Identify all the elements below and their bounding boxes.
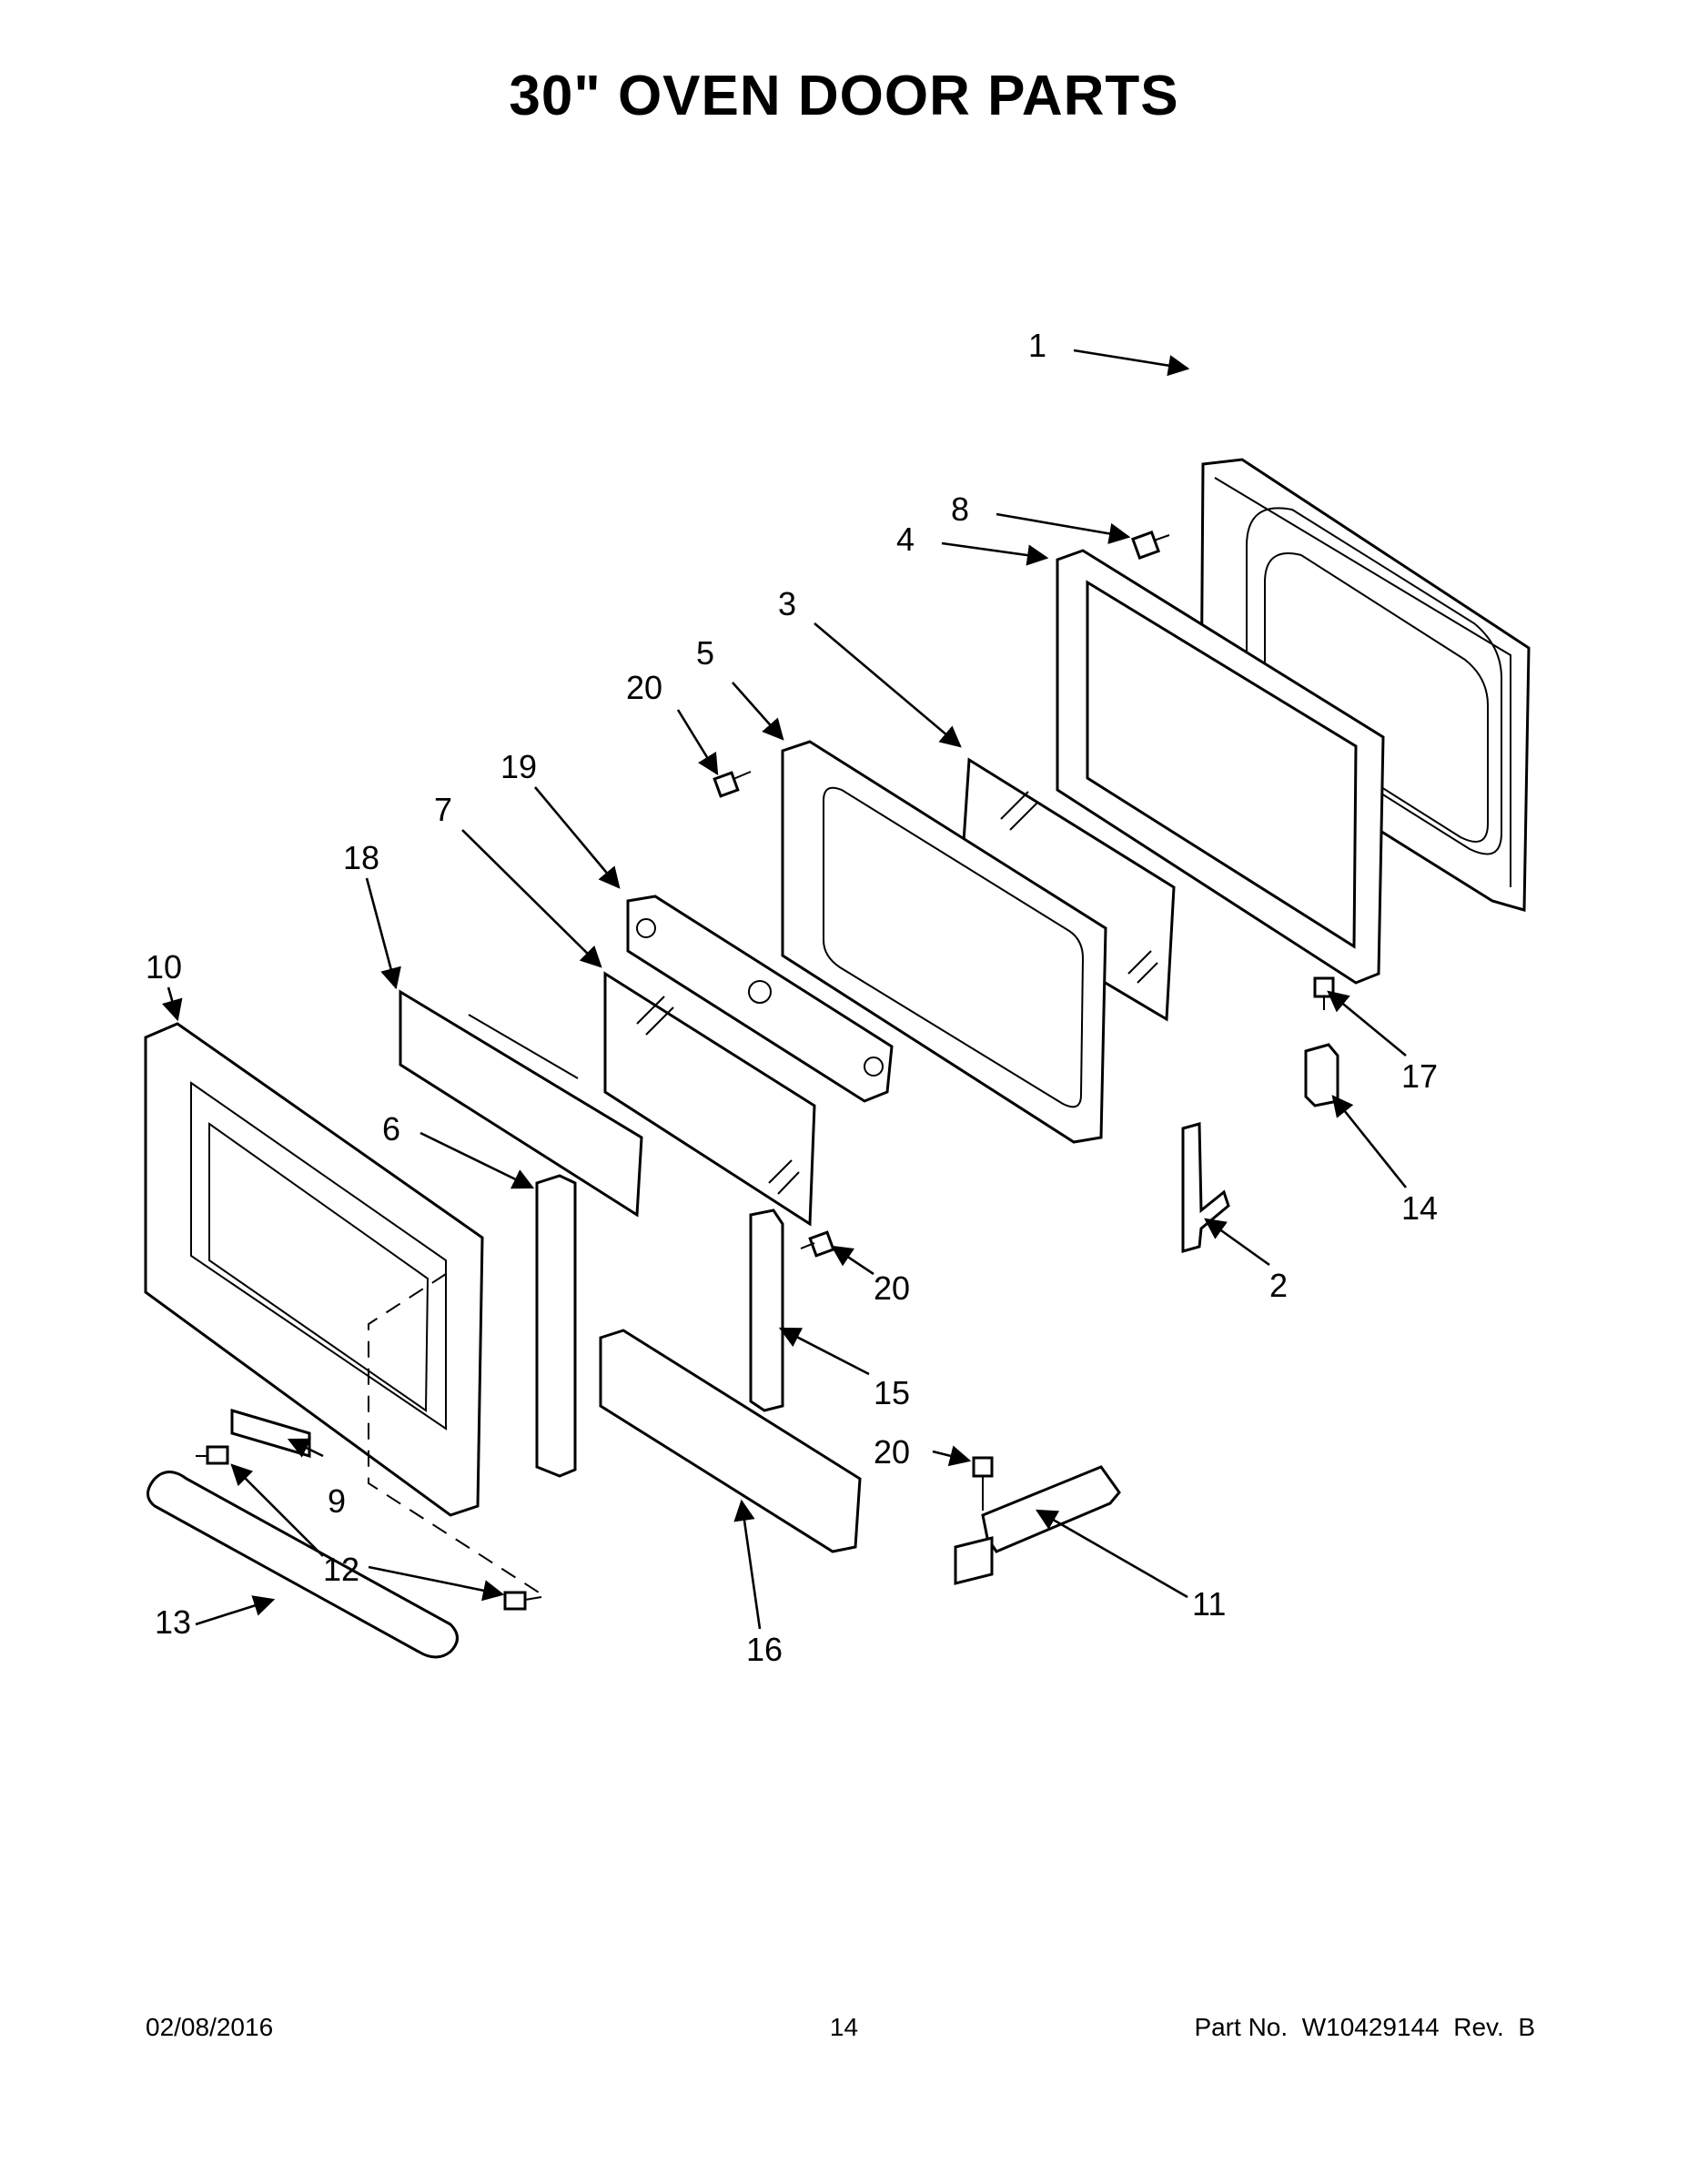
callout-7: 7 bbox=[434, 791, 452, 828]
callout-16: 16 bbox=[746, 1631, 783, 1668]
callout-10: 10 bbox=[146, 948, 182, 986]
callout-3: 3 bbox=[778, 585, 796, 622]
callout-18: 18 bbox=[343, 839, 379, 876]
part-10-outer-door bbox=[144, 1022, 484, 1517]
part-4-door-frame bbox=[1056, 549, 1385, 985]
callout-4: 4 bbox=[896, 521, 915, 558]
part-11-hinge-arm bbox=[954, 1465, 1121, 1585]
part-18-top-trim bbox=[399, 989, 643, 1218]
footer-page-number: 14 bbox=[829, 2013, 859, 2041]
footer-part-number: Part No. W10429144 Rev. B bbox=[1194, 2013, 1535, 2041]
part-19-baffle bbox=[626, 895, 894, 1103]
callout-9: 9 bbox=[328, 1482, 346, 1520]
callout-8: 8 bbox=[951, 490, 969, 528]
part-20-screw-middle bbox=[800, 1230, 835, 1258]
callout-20-top: 20 bbox=[626, 669, 662, 706]
callout-5: 5 bbox=[696, 634, 714, 672]
part-20-screw-bottom bbox=[972, 1456, 994, 1511]
part-12-screw-right bbox=[503, 1591, 542, 1611]
part-17-screw bbox=[1313, 976, 1335, 1010]
footer-date: 02/08/2016 bbox=[146, 2013, 274, 2041]
callout-15: 15 bbox=[874, 1374, 910, 1411]
part-1-door-back-panel bbox=[1199, 458, 1531, 912]
part-5-inner-panel bbox=[781, 740, 1107, 1144]
callout-14: 14 bbox=[1401, 1189, 1438, 1227]
leader-lines bbox=[161, 349, 1408, 1630]
part-16-bottom-trim bbox=[599, 1329, 862, 1553]
part-12-screw-left bbox=[196, 1445, 229, 1465]
callout-2: 2 bbox=[1269, 1267, 1288, 1304]
part-7-inner-glass bbox=[603, 971, 816, 1227]
page-title: 30" OVEN DOOR PARTS bbox=[509, 65, 1179, 127]
callout-13: 13 bbox=[155, 1603, 191, 1641]
part-13-handle bbox=[147, 1471, 459, 1659]
part-20-screw-top bbox=[713, 771, 752, 798]
part-15-hinge-bracket bbox=[749, 1208, 784, 1412]
callout-19: 19 bbox=[500, 748, 537, 785]
callout-12: 12 bbox=[323, 1551, 359, 1588]
callout-6: 6 bbox=[382, 1110, 400, 1148]
part-2-hinge bbox=[1181, 1122, 1230, 1253]
callout-11: 11 bbox=[1192, 1585, 1226, 1623]
callout-20-middle: 20 bbox=[874, 1269, 910, 1307]
callout-20-bottom: 20 bbox=[874, 1433, 910, 1471]
callout-1: 1 bbox=[1028, 327, 1046, 364]
gasket-dashed-outline bbox=[368, 1273, 547, 1598]
callout-17: 17 bbox=[1401, 1057, 1438, 1095]
part-9-badge bbox=[230, 1408, 311, 1459]
part-8-screw bbox=[1130, 530, 1170, 561]
part-6-side-channel bbox=[535, 1174, 577, 1478]
part-14-hinge-receiver bbox=[1304, 1043, 1339, 1107]
